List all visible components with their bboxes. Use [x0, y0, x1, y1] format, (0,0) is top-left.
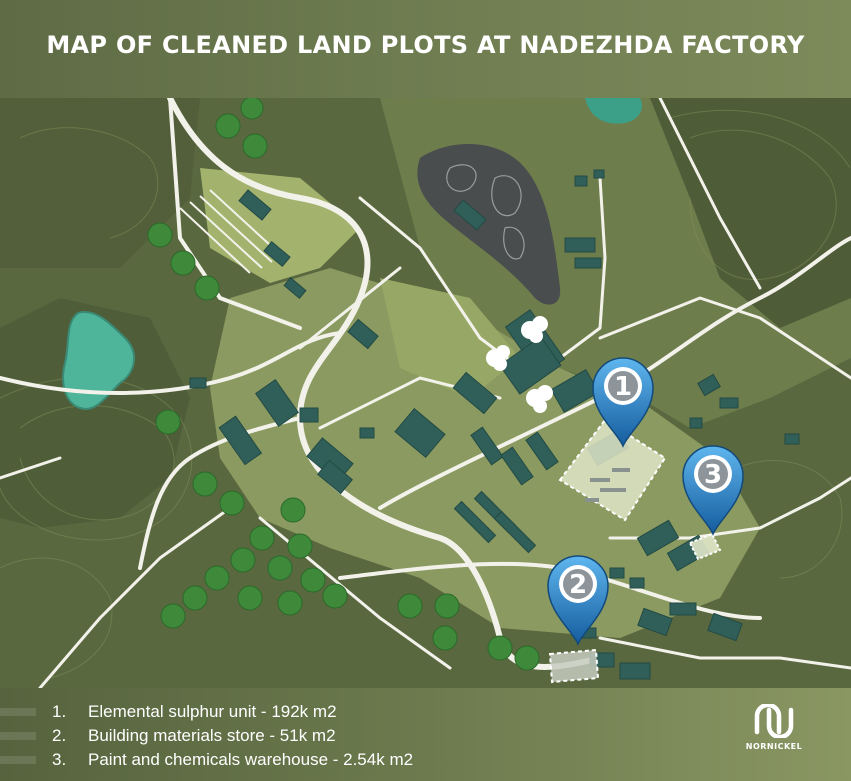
terrain-light-field — [200, 168, 360, 283]
legend-text: Building materials store - 51k m2 — [88, 726, 336, 745]
lake-north — [585, 98, 642, 124]
legend-item: 1. Elemental sulphur unit - 192k m2 — [0, 700, 600, 724]
legend-number: 3. — [52, 750, 67, 769]
rail-yard — [179, 189, 283, 274]
legend: 1. Elemental sulphur unit - 192k m2 2. B… — [0, 688, 851, 781]
land-plot-3 — [688, 532, 722, 561]
marker-inner — [698, 459, 728, 489]
marker-1[interactable]: 1 — [592, 357, 654, 448]
marker-label: 2 — [569, 570, 587, 600]
legend-text: Paint and chemicals warehouse - 2.54k m2 — [88, 750, 414, 769]
marker-label: 3 — [704, 460, 722, 490]
nornickel-logo-icon — [754, 704, 794, 738]
nornickel-logo: NORNICKEL — [742, 704, 806, 764]
legend-bar — [0, 756, 36, 764]
header: MAP OF CLEANED LAND PLOTS AT NADEZHDA FA… — [0, 0, 851, 98]
lake-west — [62, 311, 135, 410]
terrain-dark-patch-3 — [0, 98, 200, 268]
factory-map: 1 2 3 — [0, 98, 851, 688]
logo-text: NORNICKEL — [745, 742, 803, 751]
terrain-light-field-2 — [380, 278, 520, 398]
legend-item: 2. Building materials store - 51k m2 — [0, 724, 600, 748]
legend-item: 3. Paint and chemicals warehouse - 2.54k… — [0, 748, 600, 772]
legend-number: 2. — [52, 726, 67, 745]
marker-3[interactable]: 3 — [682, 445, 744, 536]
page-title: MAP OF CLEANED LAND PLOTS AT NADEZHDA FA… — [46, 31, 805, 59]
marker-inner — [563, 569, 593, 599]
land-plot-2 — [548, 648, 600, 684]
legend-bar — [0, 708, 36, 716]
steam-clouds — [486, 316, 553, 413]
slag-heap — [417, 144, 561, 305]
land-plot-1-structures — [585, 468, 630, 502]
tree-clusters — [147, 98, 540, 671]
slag-heap-contours — [446, 164, 525, 260]
terrain-dark-patch — [0, 298, 190, 528]
marker-inner — [608, 371, 638, 401]
legend-text: Elemental sulphur unit - 192k m2 — [88, 702, 337, 721]
marker-2[interactable]: 2 — [547, 555, 609, 646]
legend-bar — [0, 732, 36, 740]
marker-label: 1 — [614, 372, 632, 402]
legend-number: 1. — [52, 702, 67, 721]
